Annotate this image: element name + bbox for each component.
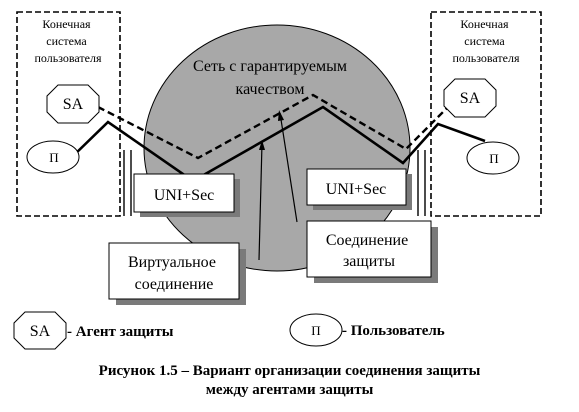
agent-left-label: SA [63,96,84,113]
user-left-label: П [49,150,58,165]
uni-left-label: UNI+Sec [154,187,215,204]
virtual-connection-arrow [258,142,263,261]
end-system-left-label: Конечная система пользователя [35,17,102,65]
end-system-right-label: Конечная система пользователя [453,17,520,65]
figure-caption-line2: между агентами защиты [205,382,374,398]
virtual-connection-arrowhead [259,140,265,150]
security-connection-box [306,220,432,278]
uni-right-box [306,168,407,206]
legend-user-text: - Пользователь [342,323,445,339]
user-right-oval [466,141,520,175]
figure-caption-line1: Рисунок 1.5 – Вариант организации соедин… [98,363,481,379]
legend-agent-text: - Агент защиты [67,324,174,340]
legend-agent-symbol: SA [30,323,51,340]
security-connection-arrow [279,112,298,223]
security-connection-arrowhead [278,110,284,121]
legend-agent-octagon [13,311,67,350]
user-left-oval [26,140,80,174]
network-label: Сеть с гарантируемым качеством [193,58,351,98]
uni-right-label: UNI+Sec [326,181,387,198]
virtual-connection-line [71,105,486,183]
user-right-label: П [489,151,498,166]
security-connection-label: Соединение защиты [326,232,412,270]
agent-right-octagon [443,78,497,118]
virtual-connection-box [108,242,240,300]
agent-left-octagon [46,84,100,124]
uni-left-box [133,173,235,213]
legend-user-oval [289,313,343,347]
agent-right-label: SA [460,90,481,107]
end-system-right-box [430,11,542,217]
security-connection-line [97,93,456,160]
legend-user-symbol: П [311,323,320,338]
virtual-connection-label: Виртуальное соединение [128,254,220,293]
